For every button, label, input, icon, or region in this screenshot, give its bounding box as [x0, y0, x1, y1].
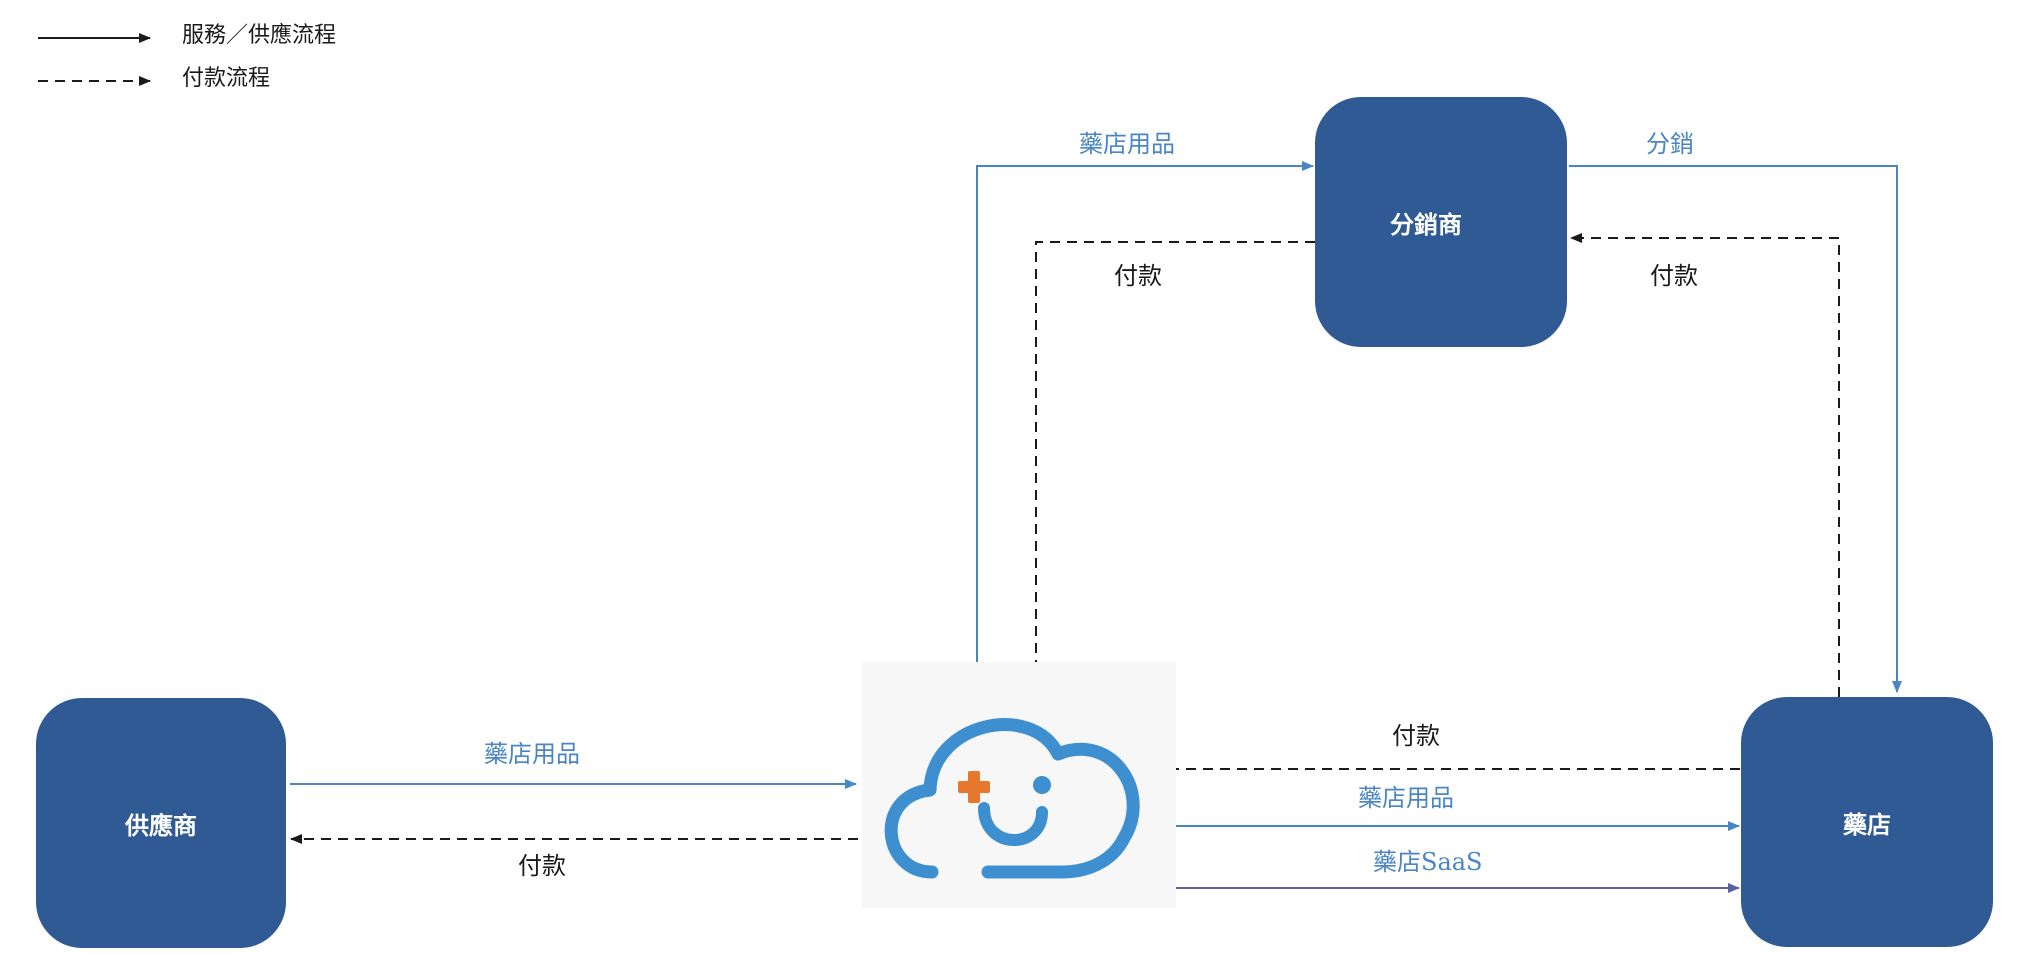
label-platform-to-distributor: 藥店用品 — [1079, 130, 1175, 158]
supplier-node: 供應商 — [36, 698, 286, 948]
label-platform-to-pharmacy-supplies: 藥店用品 — [1358, 784, 1454, 812]
label-pharmacy-to-platform: 付款 — [1392, 722, 1440, 750]
label-distributor-to-pharmacy: 分銷 — [1646, 130, 1694, 158]
legend-payment-label: 付款流程 — [182, 66, 271, 91]
label-platform-to-pharmacy-saas: 藥店SaaS — [1373, 848, 1483, 876]
edge-pharmacy-to-distributor — [1570, 233, 1840, 697]
edge-distributor-to-pharmacy — [1569, 165, 1902, 693]
label-distributor-to-platform: 付款 — [1114, 262, 1162, 290]
cloud-medical-logo-icon — [884, 718, 1140, 879]
supplier-label: 供應商 — [125, 810, 197, 840]
label-pharmacy-to-distributor: 付款 — [1650, 262, 1698, 290]
edge-distributor-to-platform — [1031, 241, 1315, 679]
pharmacy-label: 藥店 — [1843, 809, 1891, 839]
legend-service-label: 服務／供應流程 — [182, 23, 337, 48]
distributor-label: 分銷商 — [1390, 209, 1462, 239]
label-supplier-to-platform: 藥店用品 — [484, 740, 580, 768]
distributor-node: 分銷商 — [1315, 97, 1567, 347]
edge-platform-to-distributor — [976, 161, 1314, 678]
pharmacy-node: 藥店 — [1741, 697, 1993, 947]
label-platform-to-supplier: 付款 — [518, 852, 566, 880]
